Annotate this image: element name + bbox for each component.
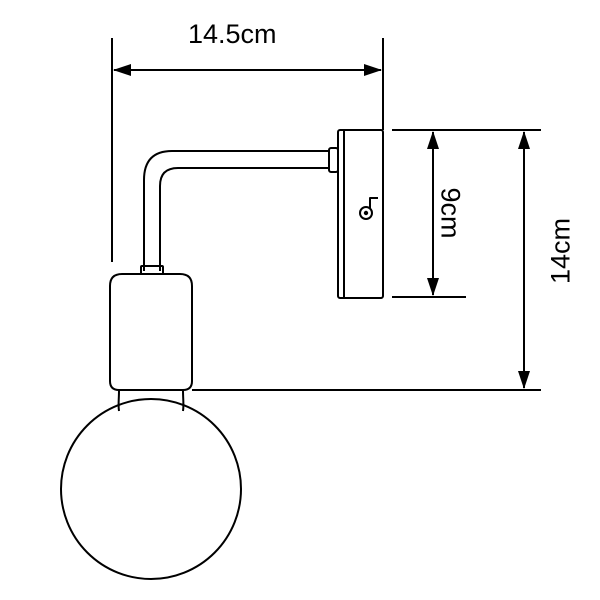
switch-icon [359, 197, 378, 220]
wall-plate [337, 129, 384, 299]
plate-height-dimension-label: 9cm [435, 187, 466, 239]
plate-arrow-top [427, 131, 439, 149]
total-arrow-bottom [518, 371, 530, 389]
total-arrow-top [518, 131, 530, 149]
lamp-holder [109, 273, 541, 391]
arm-tube [143, 150, 329, 271]
width-dimension [111, 38, 384, 262]
switch-knob [359, 206, 373, 220]
width-arrow-right [364, 64, 382, 76]
switch-lever [369, 197, 378, 208]
width-arrow-left [113, 64, 131, 76]
light-bulb [60, 389, 242, 580]
bulb-globe [60, 398, 242, 580]
lamp-holder-body [109, 273, 193, 391]
plate-height-dimension [392, 129, 466, 298]
bulb-neck [117, 389, 185, 412]
wall-plate-body [337, 129, 384, 299]
arm-mount-collar [328, 147, 339, 173]
plate-arrow-bottom [427, 278, 439, 296]
lamp-arm [140, 147, 339, 275]
total-height-dimension [466, 129, 541, 389]
total-height-dimension-label: 14cm [545, 217, 576, 285]
width-dimension-label: 14.5cm [188, 19, 277, 49]
switch-knob-center [363, 210, 369, 216]
